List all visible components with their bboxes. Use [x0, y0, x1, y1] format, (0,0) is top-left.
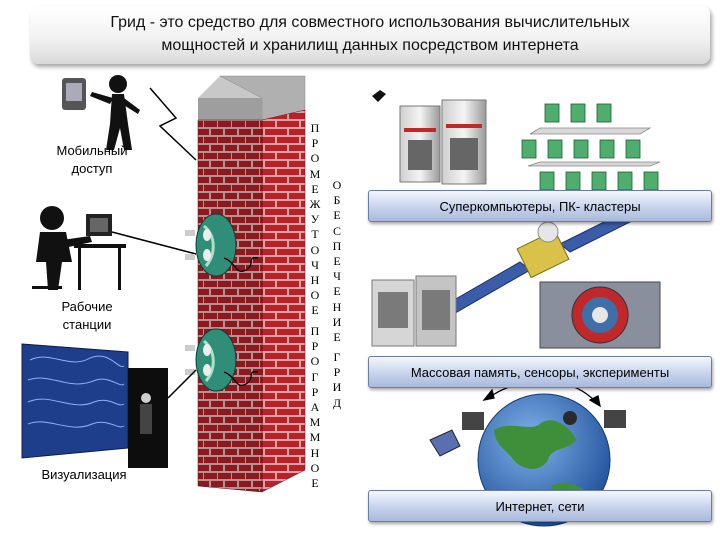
vertical-letter: Б — [333, 193, 341, 208]
vertical-letter: Т — [311, 227, 319, 242]
title-line-1: Грид - это средство для совместного испо… — [110, 14, 630, 31]
vertical-letter: Н — [332, 299, 342, 314]
title-line-2: мощностей и хранилищ данных посредством … — [161, 37, 579, 54]
vertical-letter: У — [310, 212, 320, 227]
vertical-letter: Е — [333, 254, 341, 269]
vertical-letter: Р — [311, 136, 319, 151]
vertical-letter: Д — [332, 395, 342, 410]
vertical-letter: Р — [311, 384, 319, 399]
vertical-letter: М — [309, 166, 321, 181]
box-supercomputers: Суперкомпьютеры, ПК- кластеры — [368, 190, 712, 222]
particle-detector-icon — [539, 281, 661, 349]
vertical-letter: Е — [333, 208, 341, 223]
vertical-letter: О — [310, 242, 320, 257]
vertical-letter: Ж — [309, 197, 321, 212]
workstation-user-icon — [32, 206, 126, 290]
title-banner: Грид - это средство для совместного испо… — [30, 6, 710, 64]
vertical-letter: О — [332, 178, 342, 192]
network-plug-icon — [185, 328, 259, 392]
workstation-cable — [111, 231, 197, 255]
vertical-letter: П — [310, 324, 320, 338]
vertical-letter: Р — [311, 339, 319, 354]
vertical-letter: П — [310, 121, 320, 135]
vertical-letter: О — [310, 288, 320, 303]
vertical-letter: И — [332, 380, 342, 395]
vertical-letter: Р — [333, 365, 341, 380]
vertical-letter: М — [309, 430, 321, 445]
cluster-network-icon — [521, 103, 661, 191]
vertical-letter: Е — [333, 284, 341, 299]
vertical-letter: Ч — [333, 269, 341, 284]
visualization-cable — [167, 369, 197, 399]
vertical-letter: О — [310, 151, 320, 166]
vertical-letter: Е — [311, 181, 319, 196]
vertical-letter: Ч — [311, 257, 319, 272]
label-mobile-access: Мобильный доступ — [56, 143, 128, 176]
visualization-wall-icon — [21, 343, 168, 468]
vertical-letter: Е — [333, 330, 341, 345]
vertical-letter: О — [310, 354, 320, 369]
network-plug-icon — [185, 213, 259, 277]
vertical-letter: Г — [333, 350, 341, 364]
label-workstations: Рабочие станции — [61, 299, 113, 332]
wireless-lightning-icon — [149, 87, 197, 161]
vertical-letter: М — [309, 415, 321, 430]
vertical-letter: А — [310, 400, 320, 415]
vertical-letter: П — [332, 238, 342, 253]
mobile-user-icon — [62, 75, 140, 150]
label-visualization: Визуализация — [41, 467, 127, 482]
vertical-letter: Н — [310, 445, 320, 460]
tape-library-icon — [371, 275, 457, 347]
vertical-letter: Г — [311, 369, 319, 384]
vertical-letter: О — [310, 460, 320, 475]
firewall-wall — [197, 75, 306, 493]
vertical-letter: Е — [311, 303, 319, 318]
vertical-letter: Н — [310, 273, 320, 288]
vertical-letter: Е — [311, 476, 319, 491]
vertical-letter: И — [332, 314, 342, 329]
vertical-letter: С — [332, 223, 341, 238]
box-storage-sensors: Массовая память, сенсоры, эксперименты — [368, 356, 712, 388]
box-internet: Интернет, сети — [368, 490, 712, 522]
supercomputer-icon — [372, 90, 487, 185]
